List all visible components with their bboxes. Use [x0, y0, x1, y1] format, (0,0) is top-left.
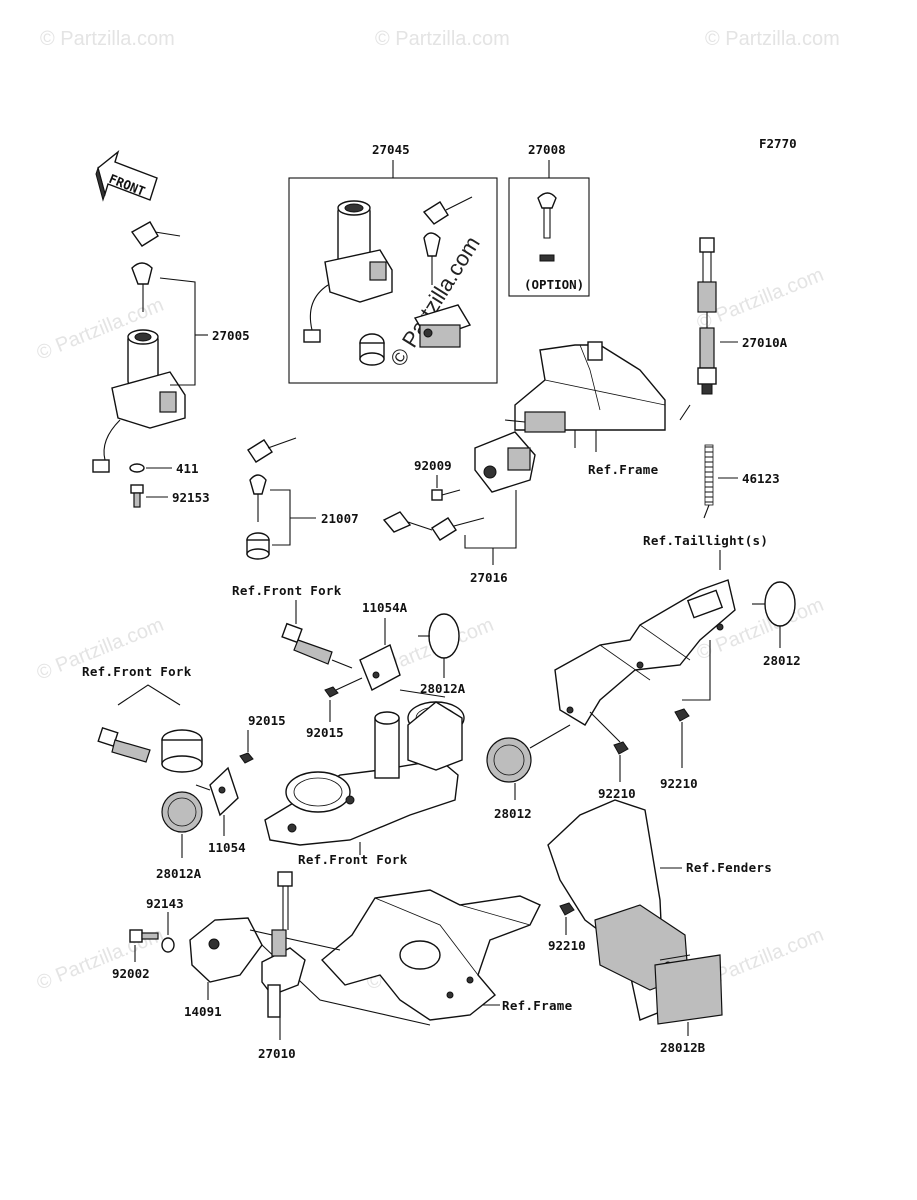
label-92210: 92210: [598, 786, 636, 801]
reflector-28012-right: 28012: [752, 581, 801, 668]
label-28012B: 28012B: [660, 1040, 706, 1055]
lock-cap-icon: [359, 333, 385, 366]
switch-27010: 27010: [258, 871, 306, 1061]
label-28012: 28012: [494, 806, 532, 821]
seat-lock-27016: 27016: [382, 431, 536, 585]
front-fork-reference-2: Ref.Front Fork: [82, 664, 203, 773]
reflector-28012A-bottom: 28012A: [156, 791, 203, 881]
reflector-28012B: 28012B: [654, 954, 723, 1055]
reflector-28012A-top: 28012A: [399, 613, 466, 698]
watermark: © Partzilla.com: [40, 28, 175, 50]
frame-reference-bottom: Ref.Frame: [320, 889, 573, 1021]
label-27008-note: (OPTION): [524, 277, 584, 292]
label-28012A: 28012A: [420, 681, 466, 696]
nut-92015-top: 92015: [306, 677, 363, 740]
bracket-11054: 11054: [195, 766, 246, 855]
figure-code: F2770: [759, 136, 797, 151]
watermark: © Partzilla.com: [375, 28, 510, 50]
label-27010: 27010: [258, 1046, 296, 1061]
bolt-icon: [281, 622, 333, 665]
ignition-switch-27005: 27005: [92, 221, 250, 473]
switch-27010A: 27010A: [697, 237, 788, 395]
key-blank-27008: 27008 (OPTION): [508, 142, 590, 297]
screw-92009: 92009: [414, 458, 461, 501]
label-92015: 92015: [248, 713, 286, 728]
seat-lock-icon: [413, 304, 472, 348]
ignition-switch-icon: [303, 200, 393, 343]
label-27016: 27016: [470, 570, 508, 585]
bolt-92153: 92153: [130, 484, 210, 508]
ref-frame-label: Ref.Frame: [588, 462, 659, 477]
label-14091: 14091: [184, 1004, 222, 1019]
label-11054A: 11054A: [362, 600, 408, 615]
key-icon: [537, 192, 557, 262]
label-28012A: 28012A: [156, 866, 202, 881]
label-411: 411: [176, 461, 199, 476]
key-icon: [422, 196, 473, 285]
label-27045: 27045: [372, 142, 410, 157]
ignition-switch-kit-27045: 27045: [288, 142, 498, 384]
key-icon: [247, 437, 297, 522]
washer-411: 411: [129, 461, 199, 476]
front-arrow-icon: FRONT: [95, 150, 158, 202]
ref-frame-label: Ref.Frame: [502, 998, 573, 1013]
frame-reference-top: Ref.Frame: [504, 341, 691, 477]
taillight-bracket-reference: Ref.Taillight(s): [554, 533, 768, 726]
label-27010A: 27010A: [742, 335, 788, 350]
label-28012: 28012: [763, 653, 801, 668]
label-27008: 27008: [528, 142, 566, 157]
label-92009: 92009: [414, 458, 452, 473]
watermark: © Partzilla.com: [705, 28, 840, 50]
label-92153: 92153: [172, 490, 210, 505]
label-46123: 46123: [742, 471, 780, 486]
ref-fenders-label: Ref.Fenders: [686, 860, 772, 875]
bolt-icon: [97, 726, 151, 763]
label-11054: 11054: [208, 840, 246, 855]
label-92143: 92143: [146, 896, 184, 911]
nut-92210-b: 92210: [589, 711, 636, 801]
ref-front-fork-label: Ref.Front Fork: [298, 852, 408, 867]
ref-front-fork-label: Ref.Front Fork: [82, 664, 192, 679]
bolt-92002: 92002: [112, 929, 159, 981]
label-27005: 27005: [212, 328, 250, 343]
key-icon: [382, 511, 485, 541]
nut-92210-a: 92210: [660, 640, 711, 791]
label-92210: 92210: [660, 776, 698, 791]
reflector-28012-mid: 28012: [486, 724, 571, 821]
lock-cap-icon: [246, 532, 270, 560]
label-92002: 92002: [112, 966, 150, 981]
ref-taillight-label: Ref.Taillight(s): [643, 533, 768, 548]
triple-clamp-reference: Ref.Front Fork: [264, 701, 465, 867]
bracket-11054A: 11054A: [359, 600, 408, 691]
nut-92015-left: 92015: [239, 713, 286, 764]
key-set-21007: 21007: [246, 437, 359, 560]
ref-front-fork-label: Ref.Front Fork: [232, 583, 342, 598]
front-fork-reference-1: Ref.Front Fork: [232, 583, 353, 669]
spring-46123: 46123: [703, 444, 780, 519]
watermark-layer: © Partzilla.com © Partzilla.com © Partzi…: [34, 28, 840, 995]
nut-92210-c: 92210: [548, 902, 586, 953]
key-icon: [130, 221, 181, 312]
washer-92143: 92143: [146, 896, 184, 953]
rubber-damper-icon: [161, 729, 203, 773]
label-92015: 92015: [306, 725, 344, 740]
label-92210: 92210: [548, 938, 586, 953]
label-21007: 21007: [321, 511, 359, 526]
